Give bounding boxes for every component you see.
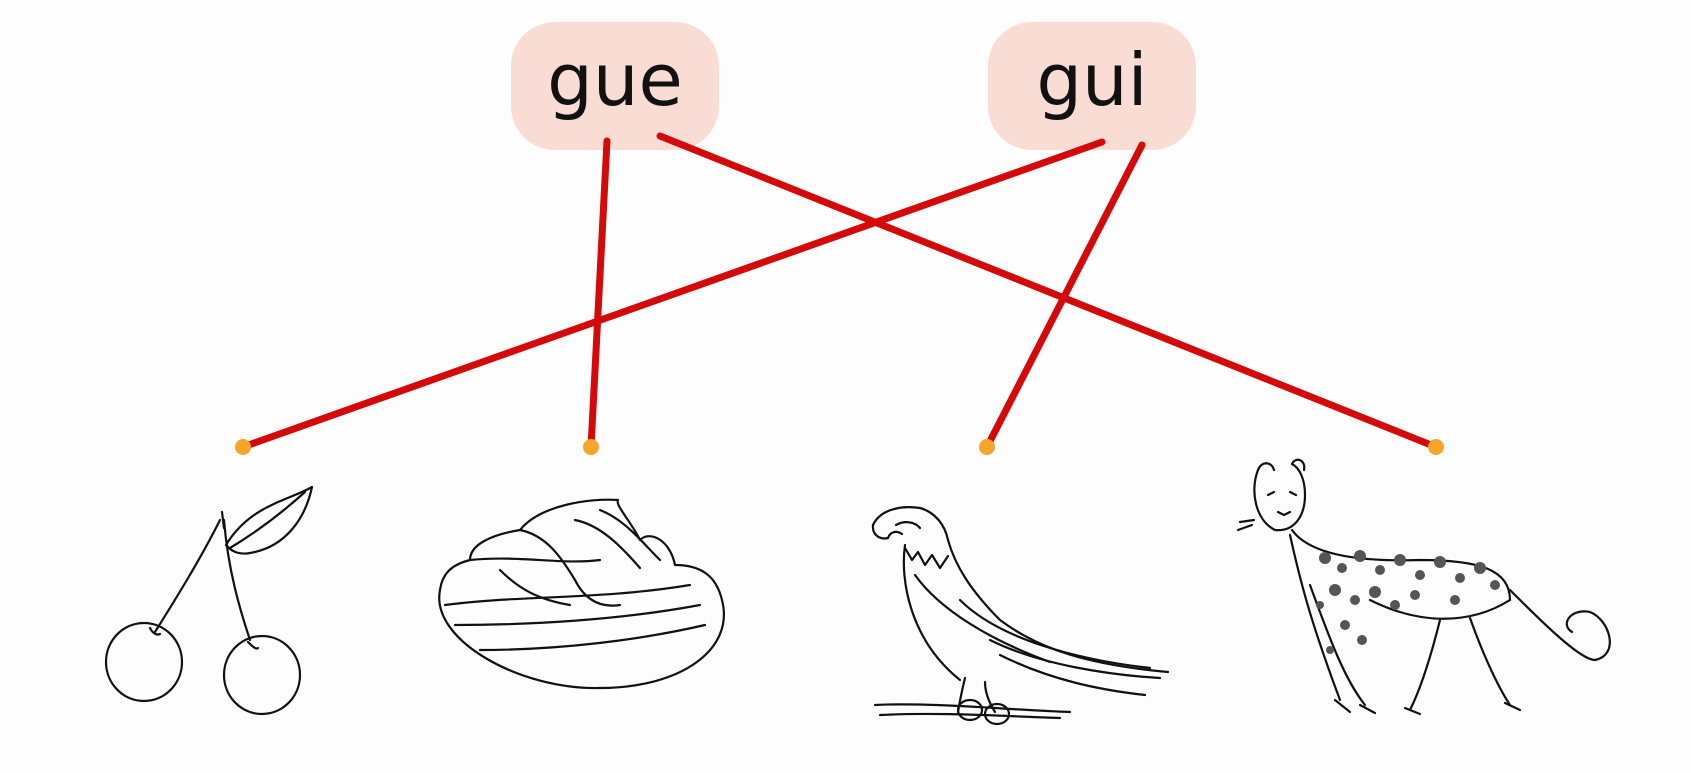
cherries-icon <box>104 485 314 716</box>
syllable-box-gui[interactable]: gui <box>988 22 1196 150</box>
meringue-icon <box>438 498 725 690</box>
eagle-icon <box>871 506 1170 726</box>
syllable-label: gue <box>547 38 683 122</box>
anchor-dot-meringue[interactable] <box>583 439 599 455</box>
cheetah-icon <box>1236 458 1611 716</box>
connection-line-gui-eagle[interactable] <box>983 141 1146 451</box>
anchor-dot-cheetah[interactable] <box>1428 439 1444 455</box>
connection-line-gui-cherries[interactable] <box>239 138 1106 451</box>
syllable-label: gui <box>1036 38 1148 122</box>
anchor-dot-eagle[interactable] <box>979 439 995 455</box>
connection-line-gue-meringue[interactable] <box>587 137 611 451</box>
connection-line-gue-cheetah[interactable] <box>656 132 1440 451</box>
syllable-box-gue[interactable]: gue <box>511 22 719 150</box>
anchor-dot-cherries[interactable] <box>235 439 251 455</box>
